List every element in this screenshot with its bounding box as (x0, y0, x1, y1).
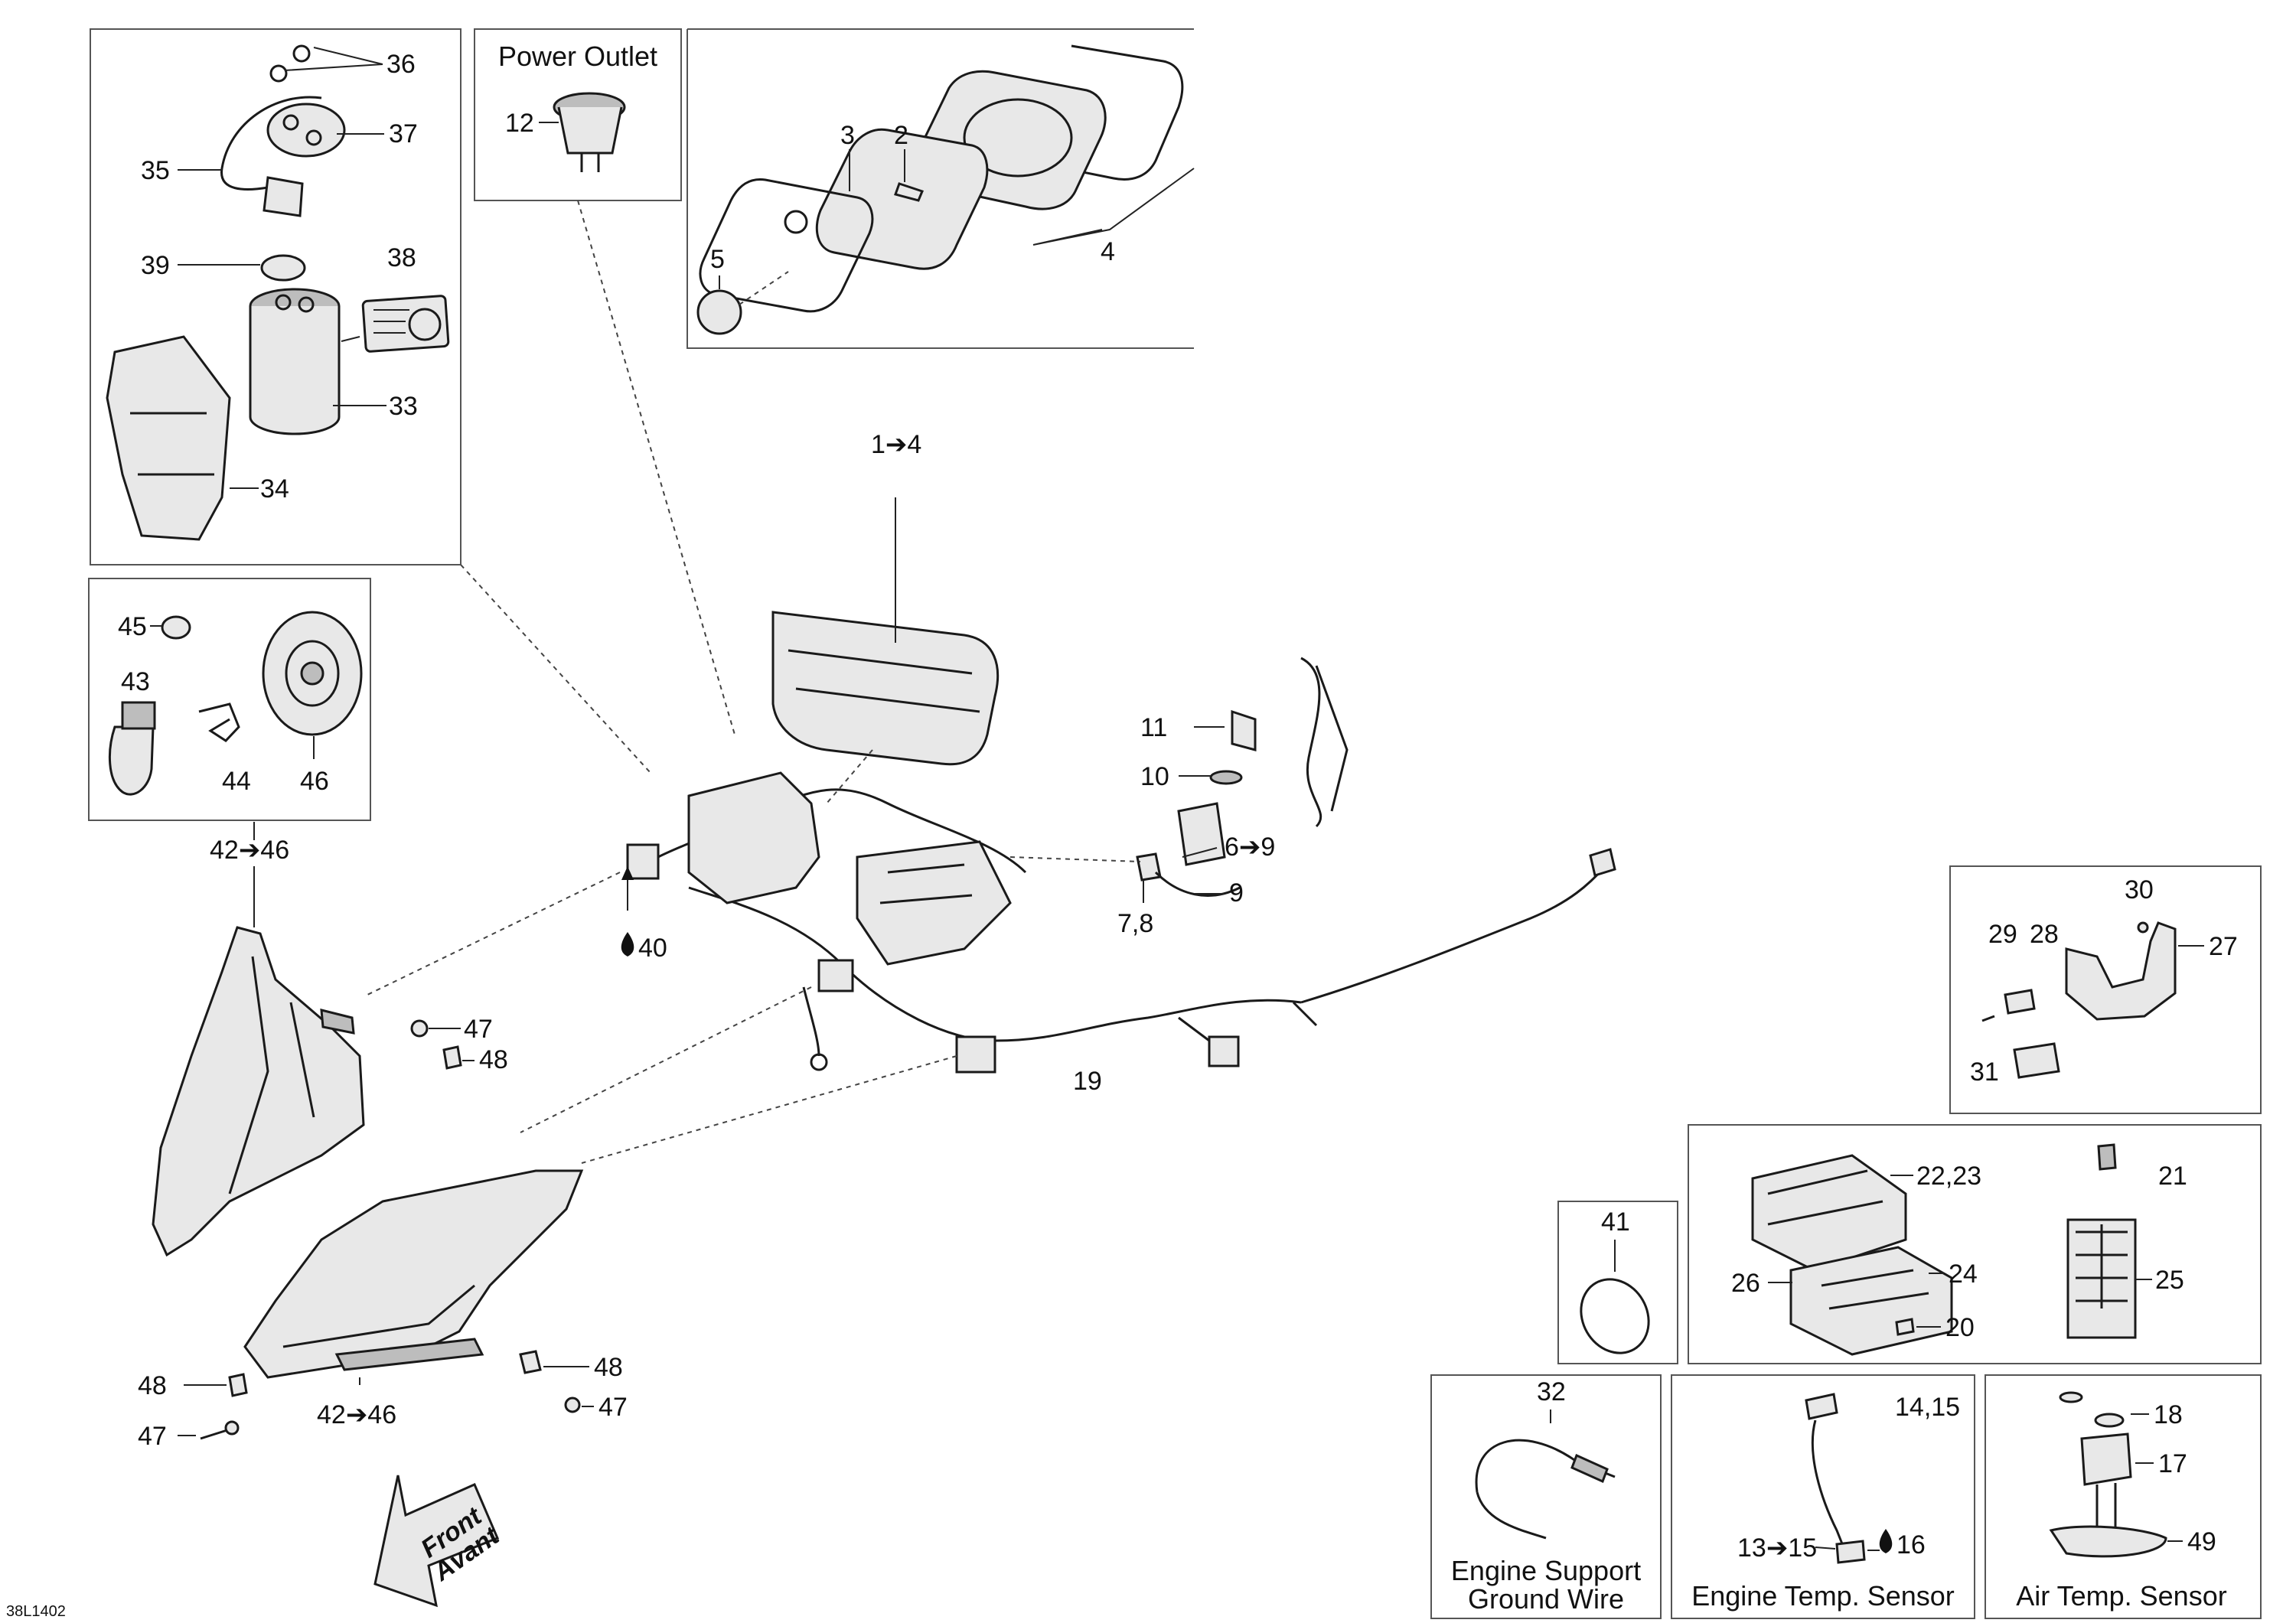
callout-22-23: 22,23 (1916, 1162, 1981, 1191)
callout-5: 5 (710, 245, 725, 274)
drop-icon-16 (1879, 1529, 1893, 1553)
callout-17: 17 (2158, 1449, 2187, 1478)
callout-18: 18 (2154, 1400, 2183, 1429)
callout-36: 36 (386, 50, 416, 79)
callout-30: 30 (2125, 875, 2154, 904)
instrument-cluster: 1➔4 (771, 430, 1000, 766)
callout-49: 49 (2187, 1527, 2216, 1556)
callout-6-9: 6➔9 (1225, 833, 1275, 862)
label-arrow (341, 336, 360, 342)
engine-temp-sensor-part: 14,15 13➔15 16 (1737, 1393, 1960, 1564)
callout-45: 45 (118, 612, 147, 641)
starter-solenoid-callouts: 36 37 35 39 38 33 34 (141, 47, 418, 504)
air-temp-caption: Air Temp. Sensor (2016, 1580, 2226, 1612)
box-clamp (1557, 1201, 1678, 1364)
callout-9: 9 (1229, 878, 1244, 908)
box-power-outlet (474, 28, 682, 201)
callout-47-right: 47 (598, 1393, 628, 1422)
box-headlamp-bulb (88, 578, 371, 821)
engine-support-caption-1: Engine Support (1451, 1555, 1641, 1586)
callout-47-mid: 47 (464, 1015, 493, 1044)
power-outlet-title: Power Outlet (498, 41, 657, 72)
clip-group-mid: 47 48 (410, 1015, 508, 1074)
callout-26: 26 (1731, 1269, 1760, 1298)
box-fuse-box (1688, 1124, 2262, 1364)
air-temp-sensor-part: 18 17 49 (2049, 1391, 2216, 1558)
callout-46: 46 (300, 767, 329, 796)
callout-21: 21 (2158, 1162, 2187, 1191)
callout-20: 20 (1945, 1313, 1975, 1342)
callout-3: 3 (840, 121, 855, 150)
box-air-temp (1985, 1374, 2262, 1619)
callout-16: 16 (1896, 1530, 1926, 1559)
callout-29: 29 (1988, 920, 2017, 949)
arrow-icon (621, 866, 634, 880)
callout-12: 12 (505, 109, 534, 138)
drop-icon (621, 932, 634, 957)
clamp-part: 41 (1580, 1207, 1650, 1354)
wiring-harness (626, 771, 1616, 1074)
callout-28: 28 (2030, 920, 2059, 949)
callout-48-left: 48 (138, 1371, 167, 1400)
callout-14-15: 14,15 (1895, 1393, 1960, 1422)
callout-24: 24 (1949, 1260, 1978, 1289)
bracket-parts: 30 29 28 27 31 (1970, 875, 2238, 1087)
engine-support-caption-2: Ground Wire (1468, 1583, 1624, 1615)
callout-13-15: 13➔15 (1737, 1533, 1817, 1563)
callout-48-right: 48 (594, 1353, 623, 1382)
callout-44: 44 (222, 767, 251, 796)
callout-25: 25 (2155, 1266, 2184, 1295)
gauge-parts: 3 2 5 4 (696, 44, 1195, 335)
callout-37: 37 (389, 119, 418, 148)
callout-48-mid: 48 (479, 1045, 508, 1074)
headlamp-bulb-parts: 45 43 44 46 (108, 611, 363, 796)
callout-42-46-top: 42➔46 (210, 836, 289, 865)
callout-35: 35 (141, 156, 170, 185)
power-outlet-part: 12 (505, 92, 626, 172)
callout-10: 10 (1140, 762, 1169, 791)
callout-2: 2 (894, 121, 908, 150)
callout-31: 31 (1970, 1058, 1999, 1087)
fuse-box-parts: 22,23 21 24 26 25 20 (1731, 1143, 2187, 1356)
callout-27: 27 (2209, 932, 2238, 961)
callout-40: 40 (638, 934, 667, 963)
box-engine-temp (1671, 1374, 1975, 1619)
callout-7-8: 7,8 (1117, 909, 1153, 938)
headlamp-hardware: 48 47 48 47 42➔46 (138, 1350, 628, 1451)
callout-43: 43 (121, 667, 150, 696)
callout-39: 39 (141, 251, 170, 280)
starter-solenoid-parts (106, 44, 450, 541)
engine-temp-caption: Engine Temp. Sensor (1691, 1580, 1955, 1612)
assembly-lines (367, 200, 957, 1164)
callout-19: 19 (1073, 1067, 1102, 1096)
callout-34: 34 (260, 474, 289, 504)
callout-38: 38 (387, 243, 416, 272)
callout-32: 32 (1537, 1377, 1566, 1406)
callout-41: 41 (1601, 1207, 1630, 1237)
callout-42-46-bottom: 42➔46 (317, 1400, 396, 1429)
box-bracket (1949, 865, 2262, 1114)
headlamp-housing-left (152, 926, 365, 1257)
box-gauge (687, 28, 1194, 349)
connector-part (263, 176, 304, 217)
key-switch-parts: 11 10 6➔9 9 7,8 (1009, 657, 1349, 938)
callout-33: 33 (389, 392, 418, 421)
drawing-code: 38L1402 (6, 1603, 66, 1620)
callout-47-left: 47 (138, 1422, 167, 1451)
box-ground-wire (1430, 1374, 1662, 1619)
callout-11: 11 (1140, 713, 1167, 742)
harness-connector-40 (626, 843, 660, 880)
callout-40-group: 40 (621, 866, 667, 963)
ground-wire-part: 32 (1475, 1377, 1616, 1540)
headlamp-housing-right (243, 1169, 584, 1379)
callout-4: 4 (1101, 237, 1115, 266)
box-frames (88, 28, 2262, 1619)
front-arrow: Front Avant (373, 1475, 505, 1608)
callout-1-4: 1➔4 (871, 430, 921, 459)
